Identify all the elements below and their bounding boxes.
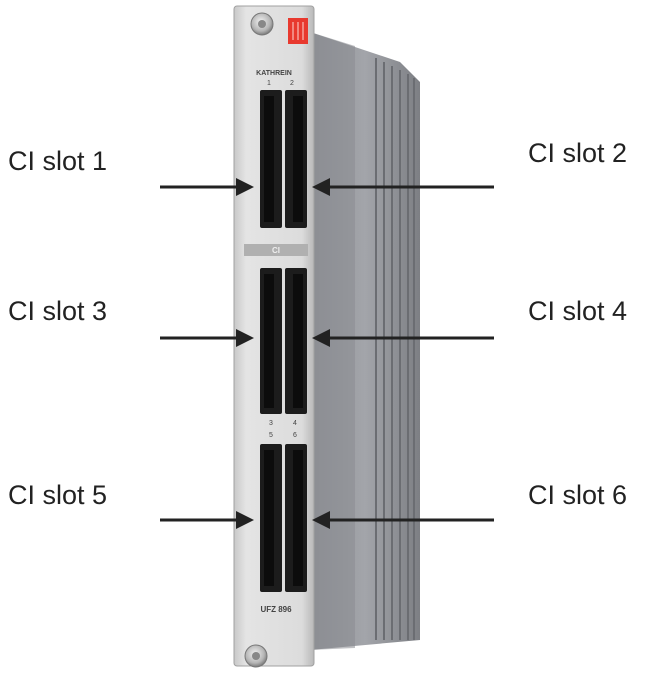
label-ci-slot-2: CI slot 2 [528,138,628,168]
slot-number-4: 4 [293,420,297,427]
model-text: UFZ 896 [260,605,292,614]
arrow-slot-4 [312,329,494,347]
ci-label-text: CI [272,246,280,255]
ci-slot-1 [260,90,282,228]
ci-slot-4 [285,268,307,414]
arrow-slot-6 [312,511,494,529]
arrow-slot-3 [160,329,254,347]
slot-number-1: 1 [267,80,271,87]
ci-slot-6 [285,444,307,592]
slot-number-5: 5 [269,432,273,439]
arrow-slot-1 [160,178,254,196]
label-ci-slot-3: CI slot 3 [8,296,108,326]
label-ci-slot-6: CI slot 6 [528,480,628,510]
brand-text: KATHREIN [256,70,292,77]
slot-number-2: 2 [290,80,294,87]
slot-number-3: 3 [269,420,273,427]
label-ci-slot-5: CI slot 5 [8,480,108,510]
heatsink-fins [375,58,415,640]
status-led-indicator [288,18,308,44]
module-side-shade [310,32,355,650]
ci-label-bar [244,244,308,256]
label-ci-slot-4: CI slot 4 [528,296,628,326]
arrow-slot-5 [160,511,254,529]
slot-number-6: 6 [293,432,297,439]
arrow-slot-2 [312,178,494,196]
top-screw-icon [250,12,274,36]
ci-slot-2 [285,90,307,228]
ci-slot-5 [260,444,282,592]
label-ci-slot-1: CI slot 1 [8,146,108,176]
ci-slot-3 [260,268,282,414]
bottom-screw-icon [244,644,268,668]
